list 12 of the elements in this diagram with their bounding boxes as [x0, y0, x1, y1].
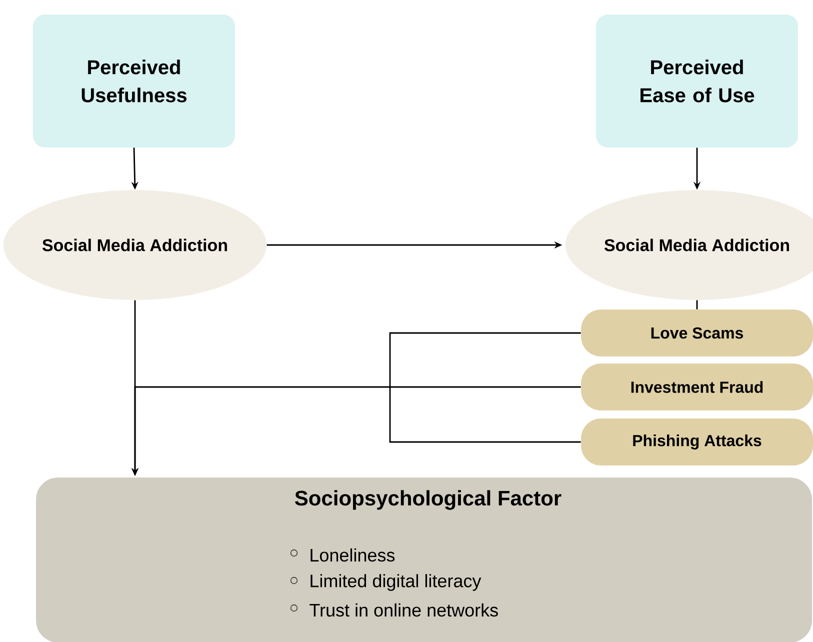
panel-heading: Sociopsychological Factor: [295, 490, 562, 510]
scam-box: Investment Fraud: [581, 364, 813, 410]
connector-line: [389, 332, 581, 443]
bullet-item: Limited digital literacy: [290, 574, 482, 591]
scam-box: Love Scams: [581, 310, 813, 356]
connector-line: [696, 300, 698, 310]
concept-box: Perceived Usefulness: [33, 14, 235, 148]
scam-box: Phishing Attacks: [581, 418, 813, 466]
factor-panel: [36, 478, 812, 642]
concept-box: Perceived Ease of Use: [596, 14, 798, 148]
bullet-item: Loneliness: [290, 548, 395, 562]
bullet-item: Trust in online networks: [290, 603, 498, 617]
